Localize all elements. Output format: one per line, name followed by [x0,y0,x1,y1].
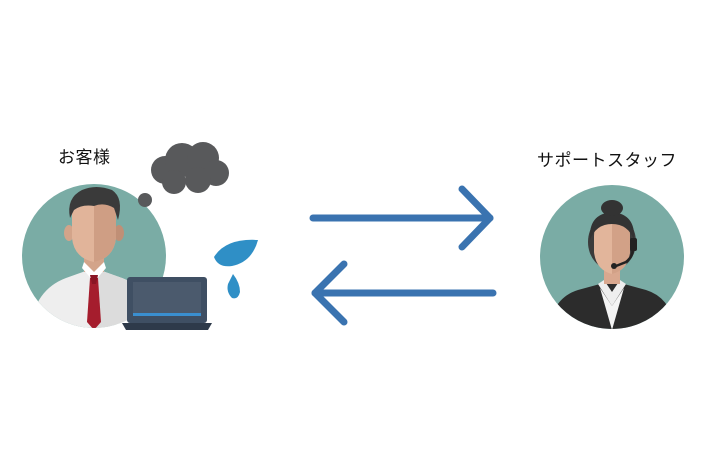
arrow-to-support [309,185,494,251]
laptop-base [122,323,212,330]
water-drops [214,239,258,299]
customer-label: お客様 [58,148,111,168]
water-drop-small [227,274,240,299]
support-staff-hair [589,212,635,240]
thought-bubble-small [138,193,152,207]
support-staff-label: サポートスタッフ [537,151,677,171]
laptop [122,277,212,330]
support-staff-avatar [540,185,684,329]
customer-hair [69,187,120,220]
arrow-to-customer [311,260,497,326]
water-drop-large [214,239,258,267]
customer-avatar [22,184,166,328]
thought-cloud [138,142,229,207]
customer-tie [87,278,101,328]
